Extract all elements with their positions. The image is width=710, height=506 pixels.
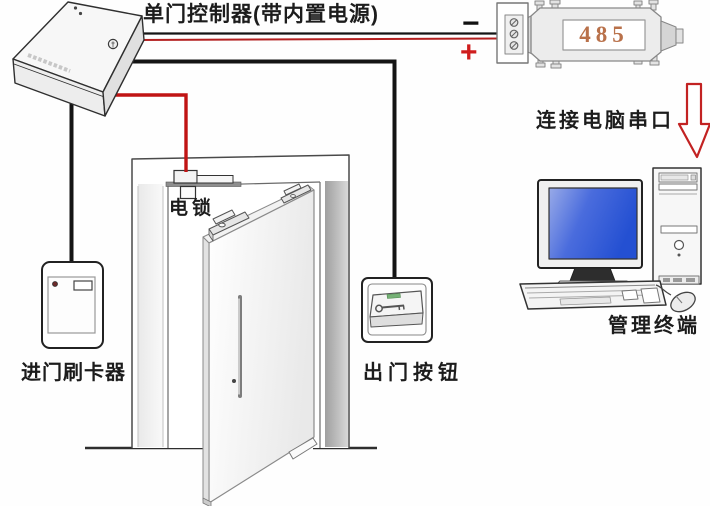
computer-tower [652, 167, 702, 285]
negative-sign: − [462, 7, 480, 40]
exit-button-device [361, 277, 433, 343]
led-icon [73, 6, 78, 10]
wiring [69, 32, 499, 280]
screw-icon [509, 18, 519, 50]
green-led-icon [386, 293, 401, 299]
card-reader-device [41, 261, 104, 349]
management-terminal-label: 管理终端 [608, 315, 700, 337]
controller-box [12, 1, 145, 117]
electric-lock-device [165, 169, 242, 200]
key-icon [375, 304, 405, 313]
rs485-converter [496, 0, 684, 69]
wire-electric-lock [110, 93, 188, 172]
converter-label-plate [562, 19, 646, 51]
wire-485-positive [134, 37, 499, 41]
lock-bracket-back [280, 183, 312, 204]
door-stop [288, 437, 318, 460]
reader-display [73, 280, 93, 291]
serial-port-note: 连接电脑串口 [536, 110, 674, 132]
mouse [655, 284, 696, 313]
led-icon [78, 11, 83, 16]
lock-bracket-front [208, 209, 250, 242]
entry-reader-label: 进门刷卡器 [21, 362, 126, 384]
keyboard [519, 280, 667, 310]
exit-button-label: 出门按钮 [363, 362, 463, 384]
monitor-screen [548, 187, 638, 260]
brand-marking [27, 53, 71, 73]
keyhole-icon [107, 38, 119, 50]
converter-485-label: 485 [579, 21, 629, 47]
door-panel [202, 183, 318, 506]
management-computer [519, 167, 702, 313]
controller-label: 单门控制器(带内置电源) [143, 3, 379, 26]
monitor [537, 179, 643, 289]
power-button-icon [673, 239, 685, 251]
down-arrow-icon [677, 82, 710, 159]
wire-exit-button [131, 59, 397, 280]
door-handle [232, 295, 242, 398]
led-icon [52, 281, 58, 287]
positive-sign: + [460, 36, 478, 69]
electric-lock-label: 电锁 [169, 198, 216, 219]
door-foot [202, 497, 212, 506]
